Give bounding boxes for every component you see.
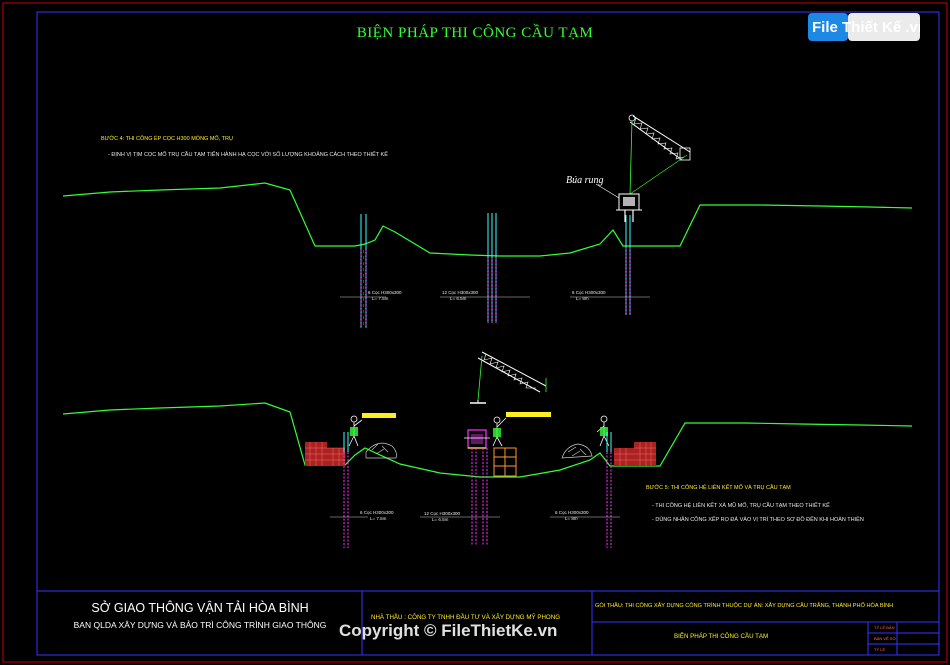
hammer-label: Búa rung [566, 175, 604, 186]
pile-count: 6 Cọc H300x300 [555, 510, 589, 515]
agency-name: SỞ GIAO THÔNG VẬN TẢI HÒA BÌNH [91, 601, 309, 615]
worker-left [348, 415, 363, 447]
cell-scale-sheet: TỶ LỆ BẢN [874, 625, 895, 630]
filethietke-logo: File Thiết Kế .vn [808, 13, 920, 41]
pile-length: L= 6.5m [450, 296, 467, 301]
rock-pile-right [561, 443, 593, 459]
pile-length: L= 7.5m [370, 516, 387, 521]
pile-group-middle-step4 [440, 213, 530, 323]
gabion-left [305, 442, 345, 466]
sheet-title: BIỆN PHÁP THI CÔNG CẦU TẠM [674, 633, 769, 640]
pile-count: 12 Cọc H300x300 [442, 290, 479, 295]
cell-drawing-number: BẢN VẼ SỐ [874, 636, 896, 641]
beam-left [362, 413, 396, 418]
drawing-title: BIỆN PHÁP THI CÔNG CẦU TẠM [356, 25, 594, 41]
title-block-grid [37, 590, 939, 655]
logo-text: File Thiết Kế .vn [812, 19, 920, 36]
pile-length: L= 8m [565, 516, 578, 521]
step4-note: - ĐỊNH VỊ TIM CỌC MỐ TRỤ CẦU TẠM TIẾN HÀ… [108, 152, 388, 158]
inner-frame [36, 11, 940, 656]
pile-group-right-step4 [570, 215, 650, 315]
ground-profile-step4 [62, 182, 913, 257]
pile-count: 6 Cọc H300x300 [368, 290, 402, 295]
pile-label-middle-step4: 12 Cọc H300x300 L= 6.5m [442, 290, 478, 302]
pile-length: L= 7.5m [372, 296, 389, 301]
pile-length: L= 6.5m [432, 517, 449, 522]
pile-group-middle-step5 [420, 448, 500, 545]
contractor-name: NHÀ THẦU : CÔNG TY TNHH ĐẦU TƯ VÀ XÂY DỰ… [371, 614, 561, 621]
pile-group-left-step4 [340, 214, 386, 328]
copyright-watermark: Copyright © FileThietKe.vn [339, 621, 558, 640]
board-name: BAN QLDA XÂY DỰNG VÀ BẢO TRÌ CÔNG TRÌNH … [73, 620, 327, 630]
pier-middle [464, 429, 490, 449]
beam-middle [506, 412, 551, 417]
step5-note-1: - THI CÔNG HỆ LIÊN KẾT XÀ MŨ MỐ, TRỤ CẦU… [652, 503, 830, 509]
pile-label-middle-step5: 12 Cọc H300x300 L= 6.5m [424, 511, 460, 523]
package-name: GÓI THẦU: THI CÔNG XÂY DỰNG CÔNG TRÌNH T… [595, 603, 894, 609]
pile-label-left-step5: 6 Cọc H300x300 L= 7.5m [360, 510, 394, 522]
pile-label-right-step5: 6 Cọc H300x300 L= 8m [555, 510, 589, 522]
cell-scale: TỶ LỆ [874, 647, 886, 652]
pile-count: 12 Cọc H300x300 [424, 511, 461, 516]
pile-count: 6 Cọc H300x300 [572, 290, 606, 295]
pile-count: 6 Cọc H300x300 [360, 510, 394, 515]
worker-right [596, 415, 610, 447]
pile-label-right-step4: 6 Cọc H300x300 L= 8m [572, 290, 606, 302]
ground-profile-step5 [62, 402, 913, 478]
scaffold [493, 447, 517, 477]
rock-pile-left [365, 442, 397, 459]
pile-group-left-step5 [330, 432, 368, 548]
pile-length: L= 8m [576, 296, 589, 301]
crane-step4 [628, 114, 691, 195]
vibratory-hammer [595, 183, 642, 222]
step5-note-2: - DÙNG NHÂN CÔNG XẾP RỌ ĐÁ VÀO VỊ TRÍ TH… [652, 517, 864, 523]
pile-label-left-step4: 6 Cọc H300x300 L= 7.5m [368, 290, 402, 302]
step4-heading: BƯỚC 4: THI CÔNG ÉP CỌC H300 MÓNG MỐ, TR… [101, 136, 233, 142]
pile-group-right-step5 [550, 432, 620, 548]
gabion-right [614, 442, 656, 466]
crane-step5 [470, 351, 547, 404]
step5-heading: BƯỚC 5: THI CÔNG HỆ LIÊN KẾT MỐ VÀ TRỤ C… [646, 485, 791, 491]
worker-middle [492, 416, 507, 447]
